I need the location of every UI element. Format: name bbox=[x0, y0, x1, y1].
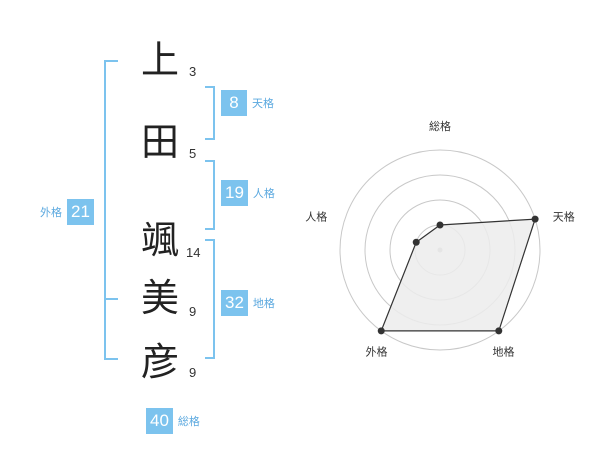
name-char-2: 田 bbox=[140, 120, 179, 164]
tenkaku-fortune: 8 天格 bbox=[221, 90, 274, 116]
radar-ring-4 bbox=[339, 149, 541, 351]
name-char-1: 上 bbox=[140, 38, 179, 82]
radar-axis-label-5: 人格 bbox=[305, 210, 327, 224]
gaikaku-bracket-divider bbox=[104, 298, 118, 300]
radar-point-2 bbox=[531, 215, 539, 223]
jinkaku-fortune: 19 人格 bbox=[221, 180, 275, 206]
radar-axis-label-1: 総格 bbox=[429, 119, 451, 133]
radar-axis-label-2: 天格 bbox=[553, 210, 575, 224]
radar-axis-label-4: 外格 bbox=[366, 344, 388, 358]
jinkaku-label: 人格 bbox=[252, 187, 275, 200]
stroke-count-3: 14 bbox=[186, 245, 201, 260]
radar-point-3 bbox=[495, 327, 503, 335]
name-char-5: 彦 bbox=[140, 340, 179, 384]
stroke-count-1: 3 bbox=[189, 64, 197, 79]
soukaku-fortune: 40 総格 bbox=[146, 408, 200, 434]
name-char-4: 美 bbox=[140, 276, 179, 320]
radar-point-1 bbox=[436, 221, 444, 229]
soukaku-label: 総格 bbox=[177, 415, 200, 428]
gaikaku-bracket bbox=[104, 60, 118, 360]
chikaku-fortune: 32 地格 bbox=[221, 290, 275, 316]
jinkaku-bracket bbox=[205, 160, 215, 230]
chikaku-bracket bbox=[205, 239, 215, 359]
gaikaku-fortune: 外格 21 bbox=[40, 199, 94, 225]
tenkaku-bracket bbox=[205, 86, 215, 140]
chikaku-label: 地格 bbox=[252, 297, 275, 310]
chikaku-value: 32 bbox=[221, 290, 248, 316]
tenkaku-value: 8 bbox=[221, 90, 247, 116]
radar-value-polygon bbox=[380, 218, 536, 332]
radar-point-5 bbox=[412, 238, 420, 246]
tenkaku-label: 天格 bbox=[252, 97, 274, 110]
radar-axis-label-3: 地格 bbox=[492, 344, 514, 358]
soukaku-value: 40 bbox=[146, 408, 173, 434]
stroke-count-5: 9 bbox=[189, 365, 197, 380]
name-char-3: 颯 bbox=[140, 218, 179, 262]
radar-point-4 bbox=[377, 327, 385, 335]
stroke-count-4: 9 bbox=[189, 304, 197, 319]
stroke-count-2: 5 bbox=[189, 146, 197, 161]
gaikaku-label: 外格 bbox=[40, 206, 62, 219]
gaikaku-value: 21 bbox=[67, 199, 94, 225]
jinkaku-value: 19 bbox=[221, 180, 248, 206]
